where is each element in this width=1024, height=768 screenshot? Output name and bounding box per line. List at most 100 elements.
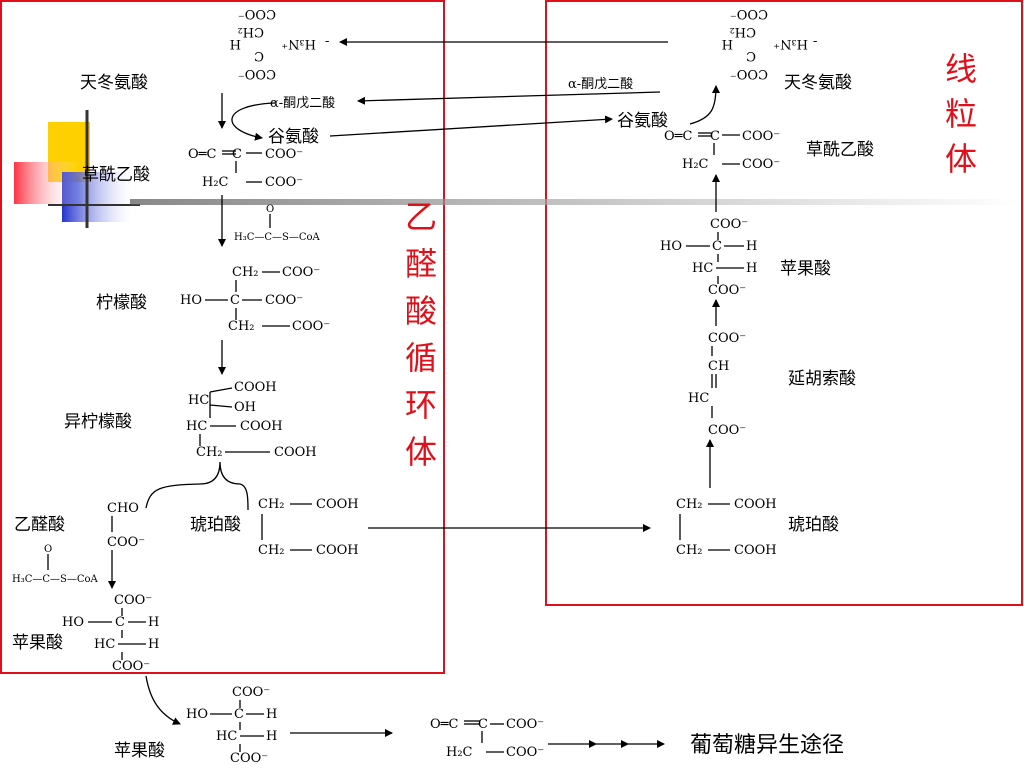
svg-text:HC: HC xyxy=(688,391,709,406)
svg-text:CH₂: CH₂ xyxy=(730,24,757,39)
svg-text:C: C xyxy=(234,707,244,722)
bottom-malate-label: 苹果酸 xyxy=(114,741,165,761)
svg-text:O: O xyxy=(266,204,274,215)
gluconeogenesis-label: 葡萄糖异生途径 xyxy=(690,733,844,758)
svg-text:H₃N⁺: H₃N⁺ xyxy=(773,36,808,51)
svg-text:C: C xyxy=(115,615,125,630)
svg-text:H₂C: H₂C xyxy=(202,175,229,190)
svg-text:COO⁻: COO⁻ xyxy=(708,283,746,298)
svg-text:CH₂: CH₂ xyxy=(228,319,255,334)
right-aspartate-label: 天冬氨酸 xyxy=(784,73,852,93)
title-char: 粒 xyxy=(945,95,977,133)
svg-text:H: H xyxy=(148,615,159,630)
right-oxaloacetate-label: 草酰乙酸 xyxy=(806,140,874,160)
title-char: 乙 xyxy=(405,198,437,236)
svg-text:COO⁻: COO⁻ xyxy=(742,129,780,144)
svg-text:H₃C—C—S—CoA: H₃C—C—S—CoA xyxy=(12,574,99,585)
svg-text:H: H xyxy=(230,36,241,51)
svg-text:COO⁻: COO⁻ xyxy=(742,157,780,172)
svg-text:C: C xyxy=(254,48,264,63)
left-malate-label: 苹果酸 xyxy=(12,633,63,653)
svg-text:COO⁻: COO⁻ xyxy=(265,175,303,190)
svg-text:COO⁻: COO⁻ xyxy=(710,217,748,232)
svg-text:COOH: COOH xyxy=(734,497,777,512)
right-succinate-label: 琥珀酸 xyxy=(788,515,839,535)
svg-text:C: C xyxy=(710,129,720,144)
title-char: 线 xyxy=(945,50,977,88)
mitochondrion-title: 线 粒 体 xyxy=(945,50,977,178)
svg-text:H: H xyxy=(746,239,757,254)
title-char: 醛 xyxy=(405,245,437,283)
minus-sign: - xyxy=(813,34,817,49)
svg-text:CH₂: CH₂ xyxy=(258,497,285,512)
svg-text:C: C xyxy=(232,147,242,162)
svg-text:COOH: COOH xyxy=(234,380,277,395)
svg-text:COO⁻: COO⁻ xyxy=(238,66,276,81)
left-succinate-label: 琥珀酸 xyxy=(190,515,241,535)
right-aspartate-structure: COO⁻ C H₃N⁺ H CH₂ COO⁻ xyxy=(722,6,808,81)
minus-sign: - xyxy=(325,34,329,49)
svg-text:O═C: O═C xyxy=(664,129,692,144)
svg-text:HC: HC xyxy=(188,393,209,408)
title-char: 循 xyxy=(405,339,437,377)
svg-text:O═C: O═C xyxy=(188,147,216,162)
right-glutamate-label: 谷氨酸 xyxy=(617,111,668,131)
svg-text:OH: OH xyxy=(234,400,256,415)
svg-text:COO⁻: COO⁻ xyxy=(730,6,768,21)
fumarate-label: 延胡索酸 xyxy=(788,369,856,389)
svg-text:CH₂: CH₂ xyxy=(238,24,265,39)
left-oxaloacetate-label: 草酰乙酸 xyxy=(82,165,150,185)
svg-text:C: C xyxy=(478,717,488,732)
left-akg-label: α-酮戊二酸 xyxy=(270,96,335,111)
right-malate-structure: COO⁻ HO C H HC H COO⁻ xyxy=(660,217,757,298)
arrow-akg-transport xyxy=(357,91,661,105)
svg-text:C: C xyxy=(712,239,722,254)
svg-text:COO⁻: COO⁻ xyxy=(230,751,268,766)
isocitrate-structure: HC COOH OH HC COOH CH₂ COOH xyxy=(186,380,317,460)
svg-text:HC: HC xyxy=(94,637,115,652)
svg-text:CH₂: CH₂ xyxy=(232,265,259,280)
svg-text:H₂C: H₂C xyxy=(446,745,473,760)
svg-text:O: O xyxy=(44,544,52,555)
svg-text:C: C xyxy=(230,293,240,308)
svg-text:O═C: O═C xyxy=(430,717,458,732)
glyoxylate-structure: CHO COO⁻ xyxy=(107,501,145,550)
svg-text:CH₂: CH₂ xyxy=(196,445,223,460)
svg-text:H₂C: H₂C xyxy=(682,157,709,172)
svg-text:CH: CH xyxy=(708,359,729,374)
svg-text:COOH: COOH xyxy=(316,497,359,512)
svg-text:COOH: COOH xyxy=(240,419,283,434)
svg-text:COO⁻: COO⁻ xyxy=(238,6,276,21)
svg-text:HO: HO xyxy=(186,707,208,722)
right-akg-label: α-酮戊二酸 xyxy=(568,77,633,92)
svg-text:C: C xyxy=(746,48,756,63)
svg-text:H₃N⁺: H₃N⁺ xyxy=(281,36,316,51)
fumarate-structure: COO⁻ CH HC COO⁻ xyxy=(688,331,746,438)
left-aspartate-label: 天冬氨酸 xyxy=(80,73,148,93)
split-bracket xyxy=(145,461,249,511)
svg-text:H: H xyxy=(148,637,159,652)
decoration xyxy=(14,110,1020,228)
svg-text:CH₂: CH₂ xyxy=(676,497,703,512)
left-malate-structure: COO⁻ HO C H HC H COO⁻ xyxy=(62,593,159,674)
svg-text:CHO: CHO xyxy=(107,501,139,516)
citrate-structure: CH₂ COO⁻ HO C COO⁻ CH₂ COO⁻ xyxy=(180,265,330,334)
left-aspartate-structure: COO⁻ C H₃N⁺ H CH₂ COO⁻ xyxy=(230,6,316,81)
svg-text:H: H xyxy=(722,36,733,51)
svg-text:COO⁻: COO⁻ xyxy=(506,745,544,760)
svg-text:COO⁻: COO⁻ xyxy=(114,593,152,608)
glyoxylate-label: 乙醛酸 xyxy=(14,515,65,535)
svg-text:COO⁻: COO⁻ xyxy=(232,685,270,700)
svg-text:COOH: COOH xyxy=(274,445,317,460)
svg-text:COO⁻: COO⁻ xyxy=(708,423,746,438)
title-char: 体 xyxy=(405,433,437,471)
svg-text:COO⁻: COO⁻ xyxy=(730,66,768,81)
svg-text:COO⁻: COO⁻ xyxy=(107,535,145,550)
left-succinate-structure: CH₂ COOH CH₂ COOH xyxy=(258,497,359,558)
svg-text:COOH: COOH xyxy=(734,543,777,558)
right-malate-label: 苹果酸 xyxy=(780,259,831,279)
citrate-label: 柠檬酸 xyxy=(96,293,147,313)
bottom-oxaloacetate-structure: O═C C COO⁻ H₂C COO⁻ xyxy=(430,717,544,760)
bottom-malate-structure: COO⁻ HO C H HC H COO⁻ xyxy=(186,685,277,766)
